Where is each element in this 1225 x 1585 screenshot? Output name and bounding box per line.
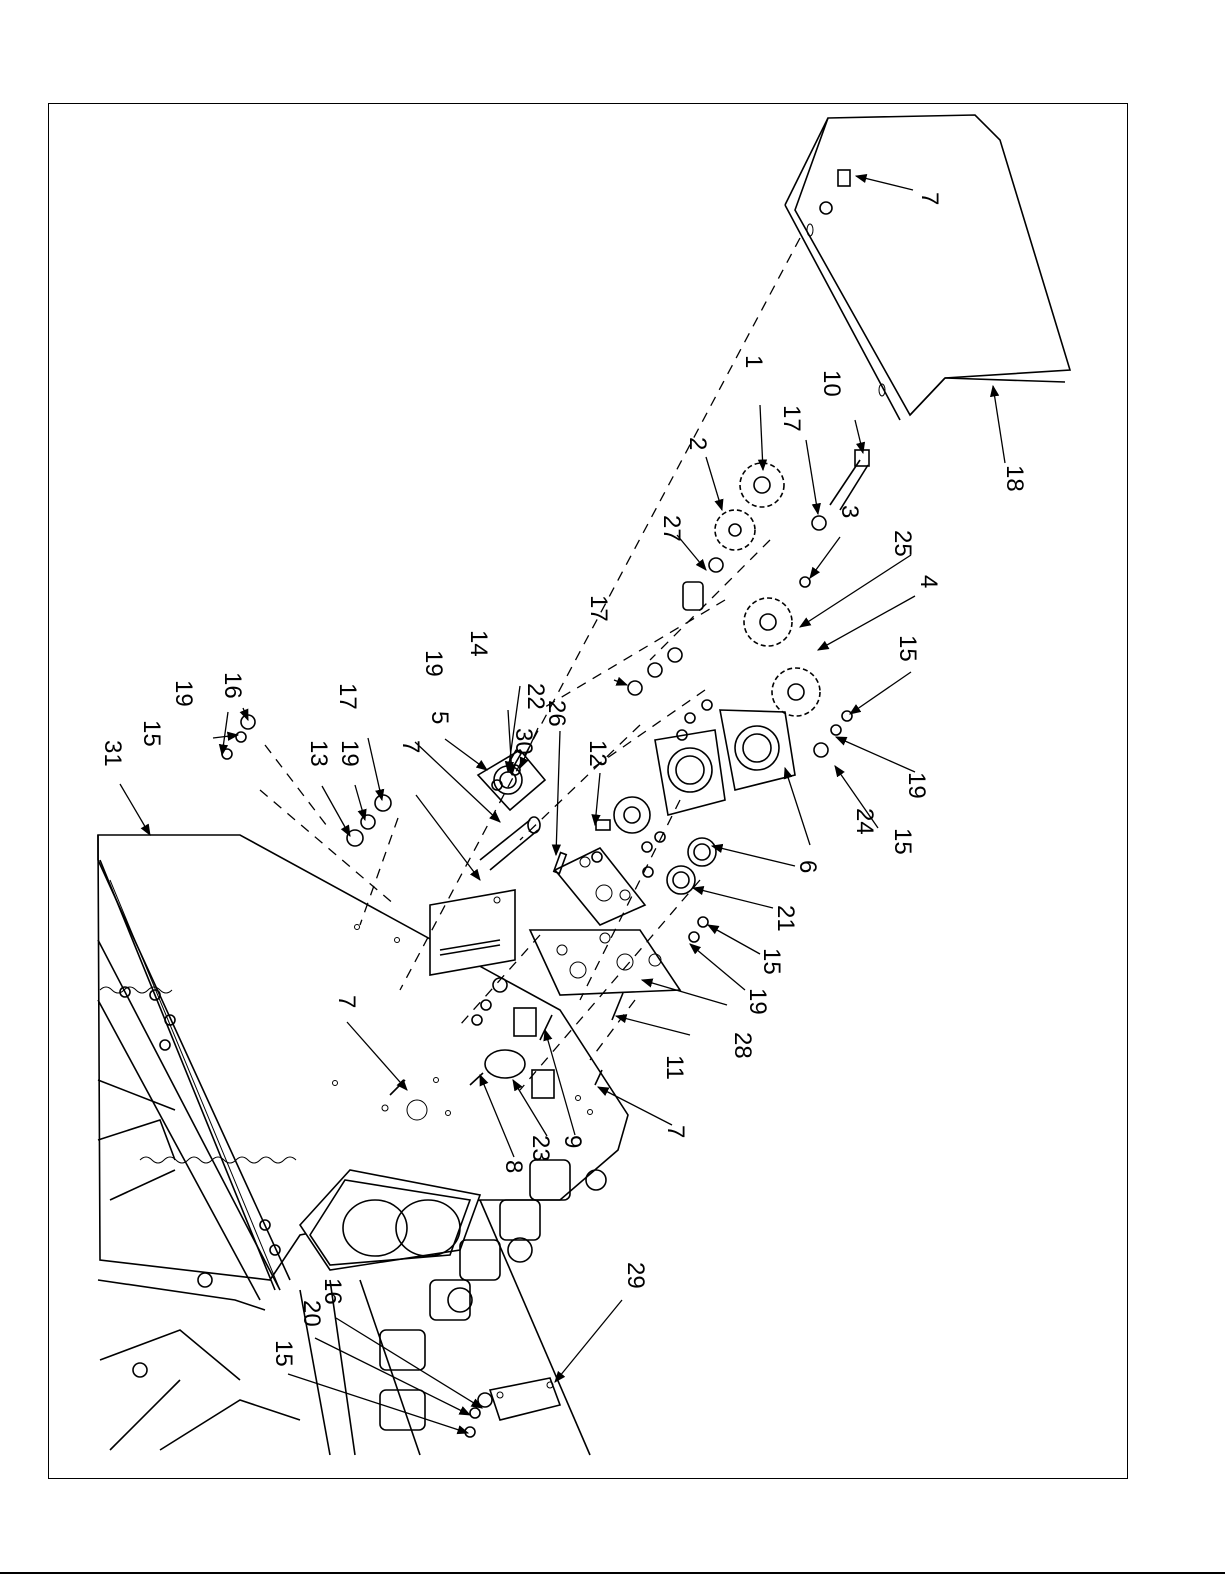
- callout-14: 13: [305, 740, 332, 767]
- callout-29: 29: [622, 1262, 649, 1289]
- bracket-11: [430, 890, 515, 975]
- callout-28: 18: [1001, 465, 1028, 492]
- callout-11: 7: [397, 740, 424, 753]
- callout-15: 15: [894, 635, 921, 662]
- callout-19: 19: [420, 650, 447, 677]
- assembly-dashed-lines: [260, 238, 800, 1090]
- callout-18: 19: [336, 740, 363, 767]
- callout-leaders: [120, 176, 1005, 1433]
- callout-19: 19: [903, 772, 930, 799]
- callout-13: 11: [661, 1055, 688, 1080]
- callout-17: 17: [334, 683, 361, 710]
- callout-6: 6: [794, 860, 821, 873]
- callout-10: 10: [818, 370, 845, 397]
- callout-7: 7: [916, 192, 943, 205]
- mounting-plate-26: [555, 848, 645, 925]
- callout-16: 16: [219, 672, 246, 699]
- callout-4: 4: [915, 575, 942, 588]
- callout-21: 22: [522, 683, 549, 710]
- callout-7: 7: [333, 995, 360, 1008]
- light-housing: [300, 1170, 480, 1270]
- callout-9: 12: [584, 740, 611, 767]
- spacer-25: [683, 582, 703, 610]
- callout-5: 5: [426, 711, 453, 724]
- callout-27: 28: [729, 1032, 756, 1059]
- callout-24: 25: [889, 530, 916, 557]
- callout-25: 27: [658, 515, 685, 542]
- callout-16: 15: [889, 828, 916, 855]
- callout-31: 31: [99, 740, 126, 767]
- callout-19: 19: [170, 680, 197, 707]
- shaft-30: [480, 817, 540, 870]
- callout-15: 14: [465, 630, 492, 657]
- callout-22: 23: [527, 1135, 554, 1162]
- callout-17: 17: [778, 405, 805, 432]
- callout-30: 30: [510, 728, 537, 755]
- mounting-plate-27: [530, 930, 680, 995]
- cover-plate-29: [490, 1378, 560, 1420]
- callout-15: 15: [138, 720, 165, 747]
- callout-20: 21: [772, 905, 799, 932]
- callout-19: 20: [298, 1300, 325, 1327]
- callout-3: 3: [836, 505, 863, 518]
- callout-1: 1: [740, 355, 767, 368]
- bearing-flanges: [655, 710, 795, 815]
- callout-17: 17: [585, 595, 612, 622]
- callout-2: 2: [684, 437, 711, 450]
- callout-12: 9: [559, 1135, 586, 1148]
- callout-23: 24: [851, 808, 878, 835]
- callout-7: 7: [662, 1125, 689, 1138]
- callout-19: 19: [744, 988, 771, 1015]
- callout-8: 8: [500, 1160, 527, 1173]
- bolt-10: [830, 450, 869, 510]
- hardware-washers-nuts: [222, 516, 852, 1437]
- sprockets: [715, 463, 820, 716]
- callout-15: 15: [758, 948, 785, 975]
- callout-15: 15: [270, 1340, 297, 1367]
